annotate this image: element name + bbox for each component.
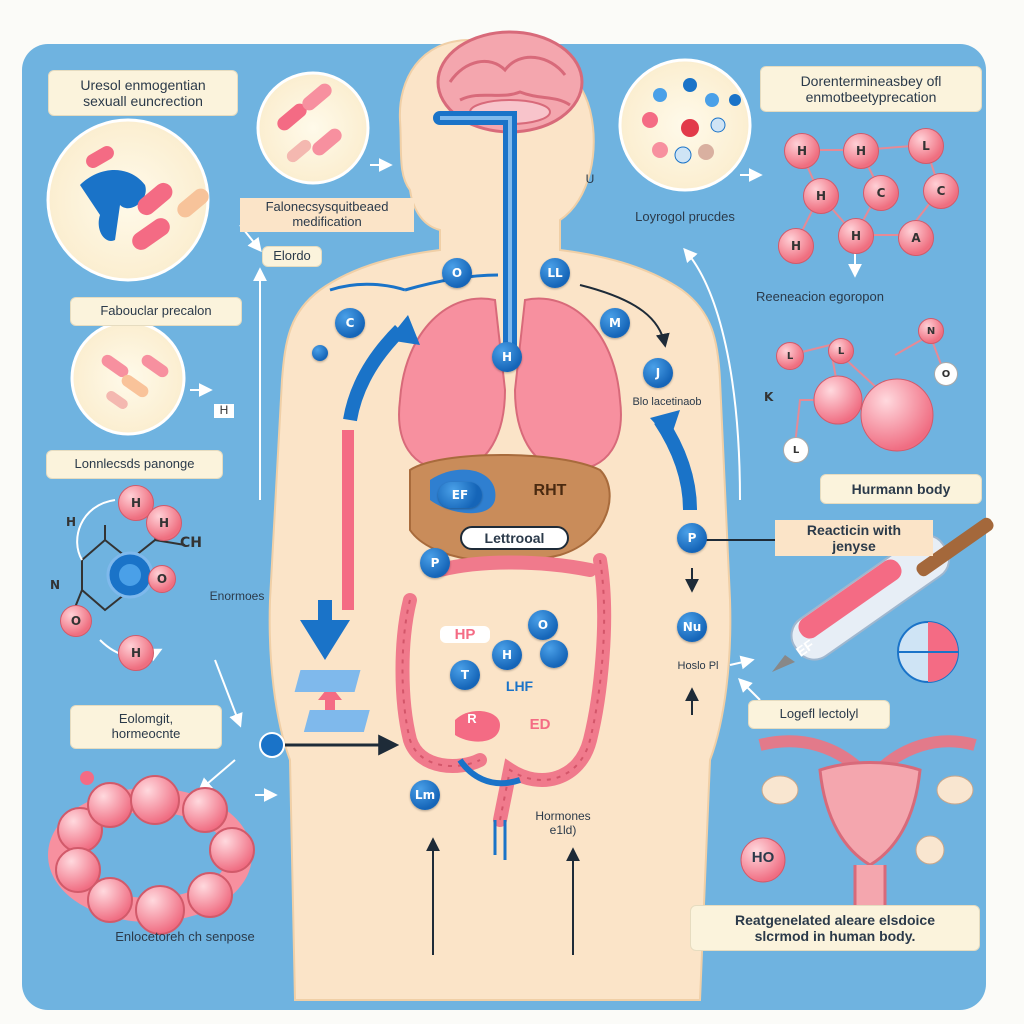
syringe bbox=[772, 517, 994, 672]
atom-l8: H bbox=[118, 635, 154, 671]
label-ed: ED bbox=[529, 716, 551, 733]
node-h-gut: H bbox=[492, 640, 522, 670]
atom-l6: H bbox=[66, 515, 77, 529]
label-hoslo: Hoslo Pl bbox=[677, 660, 719, 672]
atom-r8: H bbox=[838, 218, 874, 254]
atom-l7: O bbox=[60, 605, 92, 637]
node-j: J bbox=[643, 358, 673, 388]
lungs bbox=[398, 297, 622, 472]
label-elordo: Elordo bbox=[262, 246, 322, 267]
node-o-small: O bbox=[528, 610, 558, 640]
atom-r6: C bbox=[923, 173, 959, 209]
label-hormone-box: Eolomgit, hormeocnte bbox=[70, 705, 222, 749]
atom-s5: K bbox=[764, 390, 774, 404]
label-hormones-lower: Hormones e1ld) bbox=[535, 809, 591, 837]
node-o: O bbox=[442, 258, 472, 288]
label-blood: Blo lacetinaob bbox=[632, 396, 702, 408]
node-h: H bbox=[492, 342, 522, 372]
bead-ring bbox=[48, 775, 255, 935]
label-logof: Logefl lectolyl bbox=[748, 700, 890, 729]
label-bottom-right: Reatgenelated aleare elsdoice slcrmod in… bbox=[690, 905, 980, 952]
label-human-body: Hurmann body bbox=[820, 474, 982, 505]
circle-molecule-left bbox=[46, 118, 210, 282]
atom-l2: H bbox=[146, 505, 182, 541]
pink-bar-left bbox=[342, 430, 354, 610]
label-top-center: Loyrogol prucdes bbox=[635, 209, 735, 224]
node-ef: EF bbox=[438, 482, 482, 508]
label-r: R bbox=[467, 711, 477, 726]
node-p-right: P bbox=[677, 523, 707, 553]
atom-r9: A bbox=[898, 220, 934, 256]
atom-r7: H bbox=[778, 228, 814, 264]
node-ll: LL bbox=[540, 258, 570, 288]
node-blue-gut2 bbox=[540, 640, 568, 668]
intestines-texture bbox=[401, 559, 606, 821]
atom-l3: CH bbox=[180, 535, 202, 551]
atom-s3: L bbox=[828, 338, 854, 364]
molecule-left-arc bbox=[76, 499, 116, 561]
label-u: U bbox=[585, 172, 595, 186]
atom-r5: C bbox=[863, 175, 899, 211]
atom-r3: L bbox=[908, 128, 944, 164]
label-top-left: Uresol enmogentian sexuall euncrection bbox=[48, 70, 238, 117]
atom-s4: O bbox=[934, 362, 958, 386]
label-reaction: Reacticin with jenyse bbox=[775, 520, 933, 557]
node-dot-left bbox=[312, 345, 328, 361]
pill-round bbox=[897, 621, 959, 683]
label-ho: HO bbox=[751, 849, 775, 866]
atom-s1: N bbox=[918, 318, 944, 344]
node-m: M bbox=[600, 308, 630, 338]
label-liver-b: RHT bbox=[533, 482, 567, 499]
circle-pills-left bbox=[70, 320, 186, 436]
label-h-side: H bbox=[214, 403, 234, 418]
node-lm: Lm bbox=[410, 780, 440, 810]
label-lhf: LHF bbox=[505, 678, 534, 694]
atom-r1: H bbox=[784, 133, 820, 169]
circle-pills-top bbox=[256, 71, 370, 185]
label-pill-left2: Lonnlecsds panonge bbox=[46, 450, 223, 479]
label-medication: Falonecsysquitbeaed medification bbox=[240, 198, 414, 232]
atom-r4: H bbox=[803, 178, 839, 214]
atom-r2: H bbox=[843, 133, 879, 169]
node-nu: Nu bbox=[677, 612, 707, 642]
label-ring: Enlocetoreh ch senpose bbox=[115, 929, 255, 944]
node-c: C bbox=[335, 308, 365, 338]
label-redn: Reeneacion egoropon bbox=[756, 289, 884, 304]
label-hormones-left: Enormoes bbox=[209, 589, 265, 603]
label-hp: HP bbox=[440, 626, 490, 644]
label-top-right: Dorentermineasbey ofl enmotbeetyprecatio… bbox=[760, 66, 982, 113]
atom-l4: N bbox=[50, 578, 61, 592]
atom-s2: L bbox=[776, 342, 804, 370]
atom-s6: L bbox=[783, 437, 809, 463]
node-p-left: P bbox=[420, 548, 450, 578]
node-t: T bbox=[450, 660, 480, 690]
atom-l5: O bbox=[148, 565, 176, 593]
label-pill-left: Fabouclar precalon bbox=[70, 297, 242, 326]
label-lettrool: Lettrooal bbox=[460, 526, 569, 551]
circle-dots bbox=[618, 58, 752, 192]
